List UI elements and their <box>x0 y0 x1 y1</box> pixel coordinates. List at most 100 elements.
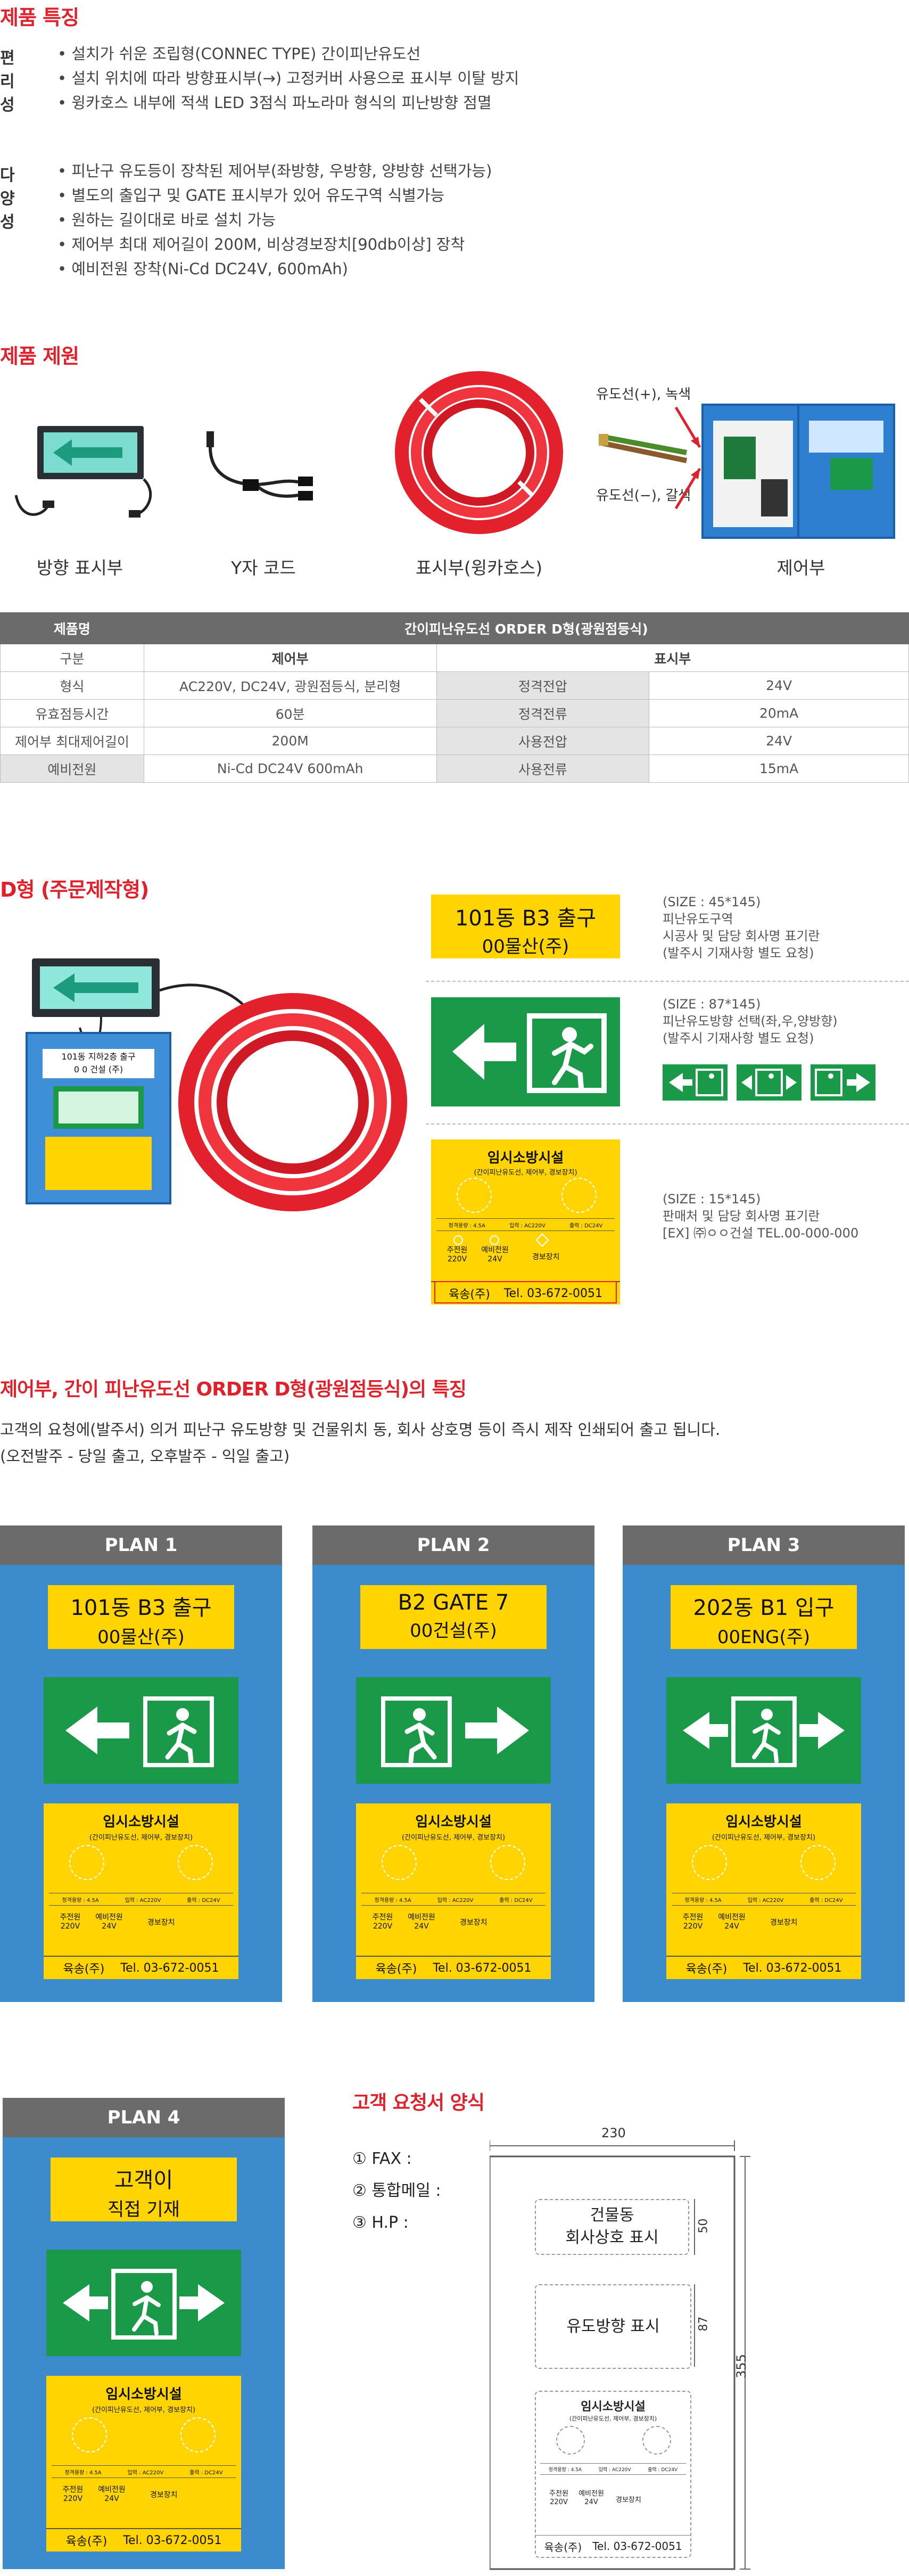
company-tel: Tel. 03-672-0051 <box>503 1286 603 1300</box>
plan-exit-sign <box>666 1677 861 1784</box>
control-panel-title: 임시소방시설 <box>581 2400 646 2414</box>
alarm-label: 경보장치 <box>460 1918 487 1927</box>
label-line: 주전원 <box>549 2490 568 2498</box>
spec-cell: 사용전류 <box>436 754 650 783</box>
control-panel-sub: (간이피난유도선, 제어부, 경보장치) <box>712 1834 816 1842</box>
method-hp: ③ H.P : <box>352 2213 409 2232</box>
location-line1: 101동 B3 출구 <box>454 906 597 931</box>
company-tel: Tel. 03-672-0051 <box>433 1961 532 1975</box>
hose-display-image <box>389 367 569 538</box>
company-tel: Tel. 03-672-0051 <box>123 2533 222 2547</box>
note-line: (SIZE : 87*145) <box>663 997 761 1012</box>
component-caption: Y자 코드 <box>231 557 296 578</box>
plan-label: PLAN 1 <box>0 1525 282 1565</box>
table-row: 유효점등시간 60분 정격전류 20mA <box>0 699 909 727</box>
label-line: 주전원 <box>372 1913 393 1922</box>
spec-cell: 형식 <box>0 671 144 700</box>
label-line: 주전원 <box>682 1913 704 1922</box>
label-line: 예비전원 <box>408 1913 435 1922</box>
dtype-features-line2: (오전발주 - 당일 출고, 오후발주 - 익일 출고) <box>0 1447 290 1465</box>
spec-strip: 정격용량 : 4.5A 입력 : AC220V 출력 : DC24V <box>540 2463 686 2475</box>
company-name: 육송(주) <box>63 1963 105 1976</box>
form-box-line: 회사상호 표시 <box>565 2228 659 2247</box>
panel-label-line: 101동 지하2층 출구 <box>61 1052 136 1062</box>
spec-text: 정격용량 : 4.5A <box>548 2467 582 2473</box>
form-box-control: 임시소방시설 (간이피난유도선, 제어부, 경보장치) 정격용량 : 4.5A … <box>535 2391 691 2558</box>
spec-strip: 정격용량 : 4.5A 입력 : AC220V 출력 : DC24V <box>672 1893 856 1906</box>
spec-cell: AC220V, DC24V, 광원점등식, 분리형 <box>143 671 437 700</box>
form-box-line: 건물동 <box>590 2206 634 2225</box>
request-methods: ① FAX : ② 통합메일 : ③ H.P : <box>352 2143 441 2239</box>
plan-location-label: B2 GATE 7 00건설(주) <box>360 1585 547 1649</box>
components-title: 제품 제원 <box>0 344 79 368</box>
note-line: (SIZE : 15*145) <box>663 1192 761 1207</box>
control-panel-title: 임시소방시설 <box>103 1814 179 1830</box>
indicator-circle <box>382 1845 417 1880</box>
indicator-circle <box>457 1178 492 1213</box>
feature-item: • 예비전원 장착(Ni-Cd DC24V, 600mAh) <box>57 260 348 278</box>
label-line: 24V <box>102 1922 117 1931</box>
feature-label: 편리성 <box>0 49 15 114</box>
control-panel-sub: (간이피난유도선, 제어부, 경보장치) <box>89 1834 193 1842</box>
indicator-circle <box>72 2417 107 2452</box>
company-name: 육송(주) <box>448 1288 490 1301</box>
feature-item: • 설치가 쉬운 조립형(CONNEC TYPE) 간이피난유도선 <box>57 45 421 63</box>
indicator-circle <box>180 2417 216 2452</box>
direction-options <box>663 1061 875 1104</box>
label-line: 24V <box>584 2498 598 2506</box>
feature-item: • 제어부 최대 제어길이 200M, 비상경보장치[90db이상] 장착 <box>57 235 465 253</box>
dtype-features-line1: 고객의 요청에(발주서) 의거 피난구 유도방향 및 건물위치 동, 회사 상호… <box>0 1421 721 1439</box>
feature-item: • 별도의 출입구 및 GATE 표시부가 있어 유도구역 식별가능 <box>57 186 445 204</box>
backup-power-led <box>490 1235 499 1245</box>
divider <box>426 1123 909 1125</box>
table-row: 형식 AC220V, DC24V, 광원점등식, 분리형 정격전압 24V <box>0 671 909 700</box>
wire-label-positive: 유도선(+), 녹색 <box>596 387 691 403</box>
indicator-circle <box>556 2426 585 2455</box>
note-line: 시공사 및 담당 회사명 표기란 <box>663 929 820 944</box>
label-line: 24V <box>414 1922 429 1931</box>
spec-cell: Ni-Cd DC24V 600mAh <box>143 754 437 783</box>
label-line: 220V <box>63 2495 83 2503</box>
plan-label: PLAN 3 <box>623 1525 905 1565</box>
spec-cell: 제어부 최대제어길이 <box>0 727 144 755</box>
control-panel-footer: 육송(주) Tel. 03-672-0051 <box>536 2535 690 2557</box>
control-panel-title: 임시소방시설 <box>725 1814 802 1830</box>
plan-label: PLAN 2 <box>312 1525 594 1565</box>
alarm-label: 경보장치 <box>532 1253 560 1261</box>
control-panel-title: 임시소방시설 <box>105 2386 182 2402</box>
control-panel-footer: 육송(주)Tel. 03-672-0051 <box>356 1956 551 1979</box>
label-line: 24V <box>104 2495 119 2503</box>
spec-text: 정격용량 : 4.5A <box>684 1897 722 1904</box>
feature-item: • 설치 위치에 따라 방향표시부(→) 고정커버 사용으로 표시부 이탈 방지 <box>57 69 519 87</box>
spec-header-right: 간이피난유도선 ORDER D형(광원점등식) <box>143 612 909 644</box>
spec-cell: 유효점등시간 <box>0 699 144 727</box>
control-panel-title: 임시소방시설 <box>415 1814 492 1830</box>
spec-cell: 예비전원 <box>0 754 144 783</box>
spec-text: 입력 : AC220V <box>747 1897 784 1904</box>
backup-power-label: 예비전원 24V <box>478 1246 512 1264</box>
spec-header-left: 제품명 <box>0 612 144 644</box>
spec-text: 출력 : DC24V <box>809 1897 843 1904</box>
form-box-direction: 유도방향 표시 <box>535 2284 691 2369</box>
spec-cell: 200M <box>143 727 437 755</box>
y-cord-image <box>192 421 335 527</box>
alarm-label: 경보장치 <box>147 1918 175 1927</box>
plan-location-line1: B2 GATE 7 <box>398 1590 509 1615</box>
spec-text: 입력 : AC220V <box>509 1223 546 1229</box>
spec-strip: 정격용량 : 4.5A 입력 : AC220V 출력 : DC24V <box>436 1218 615 1231</box>
dtype-title: D형 (주문제작형) <box>0 878 149 901</box>
plan-location-line1: 고객이 <box>114 2168 173 2193</box>
spec-text: 출력 : DC24V <box>648 2467 678 2473</box>
spec-sub: 구분 <box>0 644 144 672</box>
plan-location-line2: 00건설(주) <box>410 1620 497 1642</box>
note-line: (발주시 기재사항 별도 요청) <box>663 946 814 961</box>
table-row: 예비전원 Ni-Cd DC24V 600mAh 사용전류 15mA <box>0 754 909 783</box>
label-line: 예비전원 <box>481 1246 509 1254</box>
spec-cell: 60분 <box>143 699 437 727</box>
company-tel: Tel. 03-672-0051 <box>592 2540 682 2553</box>
